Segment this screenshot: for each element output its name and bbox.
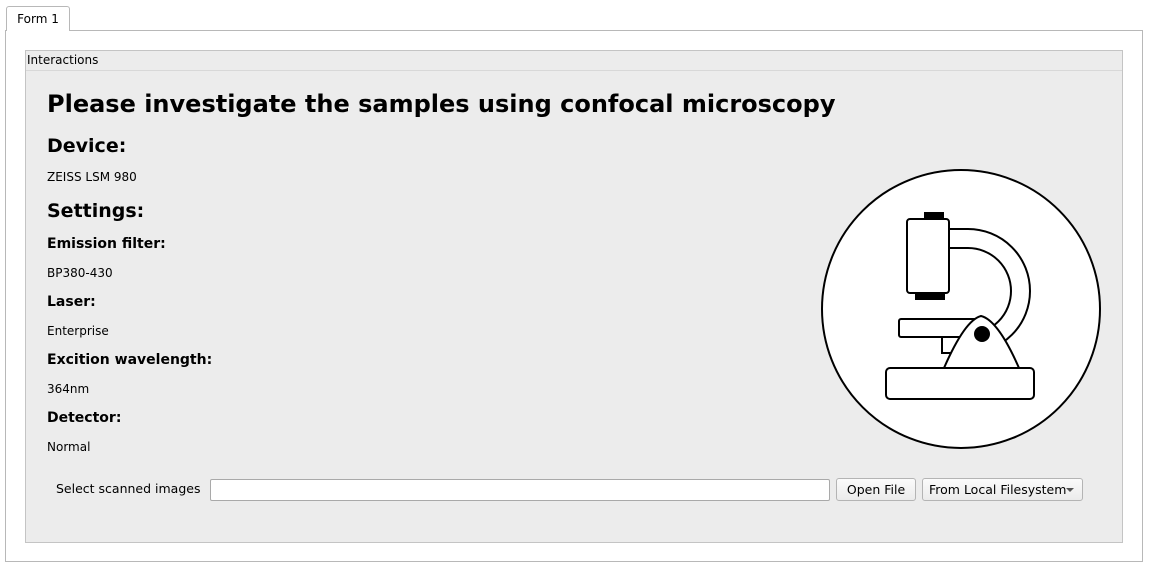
excitation-wavelength-value: 364nm — [47, 382, 90, 396]
emission-filter-label: Emission filter: — [47, 236, 166, 252]
detector-label: Detector: — [47, 410, 122, 426]
group-title: Interactions — [27, 53, 99, 67]
page-heading: Please investigate the samples using con… — [47, 90, 836, 118]
open-file-button[interactable]: Open File — [836, 478, 916, 501]
file-source-select[interactable]: From Local Filesystem — [922, 478, 1083, 501]
file-source-selected: From Local Filesystem — [929, 482, 1067, 497]
tab-form-1[interactable]: Form 1 — [6, 6, 70, 31]
chevron-down-icon — [1066, 488, 1074, 492]
emission-filter-value: BP380-430 — [47, 266, 113, 280]
settings-heading: Settings: — [47, 200, 145, 222]
laser-value: Enterprise — [47, 324, 109, 338]
device-value: ZEISS LSM 980 — [47, 170, 137, 184]
group-separator — [26, 70, 1122, 71]
excitation-wavelength-label: Excition wavelength: — [47, 352, 213, 368]
microscope-icon — [821, 169, 1101, 449]
laser-label: Laser: — [47, 294, 96, 310]
device-heading: Device: — [47, 135, 127, 157]
file-path-input[interactable] — [210, 479, 830, 501]
detector-value: Normal — [47, 440, 91, 454]
select-images-label: Select scanned images — [56, 481, 201, 496]
